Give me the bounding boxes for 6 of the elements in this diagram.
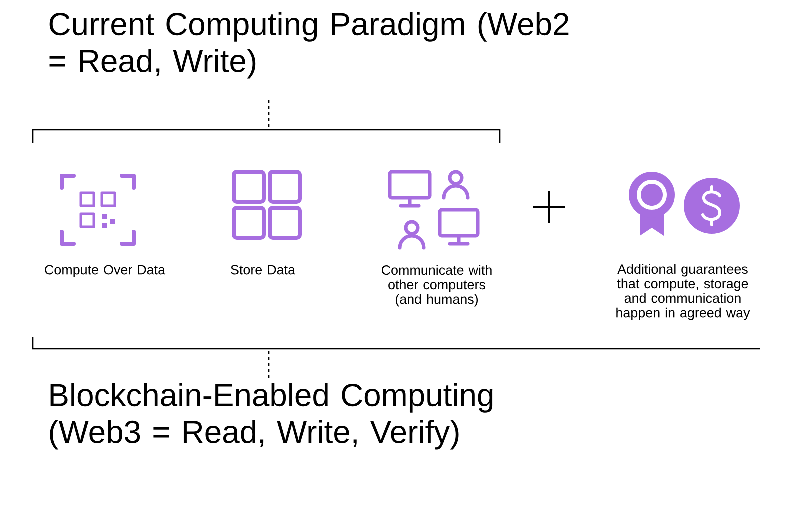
- heading: Current Computing Paradigm (Web2 = Read, Write): [50, 12, 569, 79]
- icon-caption: Compute Over Data: [45, 265, 166, 278]
- icon-caption: Additional guarantees that compute, storage and communication happen in agreed way: [616, 264, 750, 320]
- icon-caption: Communicate with other computers (and humans): [382, 265, 492, 307]
- icon-caption: Store Data: [231, 265, 296, 275]
- heading: Blockchain-Enabled Computing (Web3 = Read, Write, Verify): [50, 383, 493, 450]
